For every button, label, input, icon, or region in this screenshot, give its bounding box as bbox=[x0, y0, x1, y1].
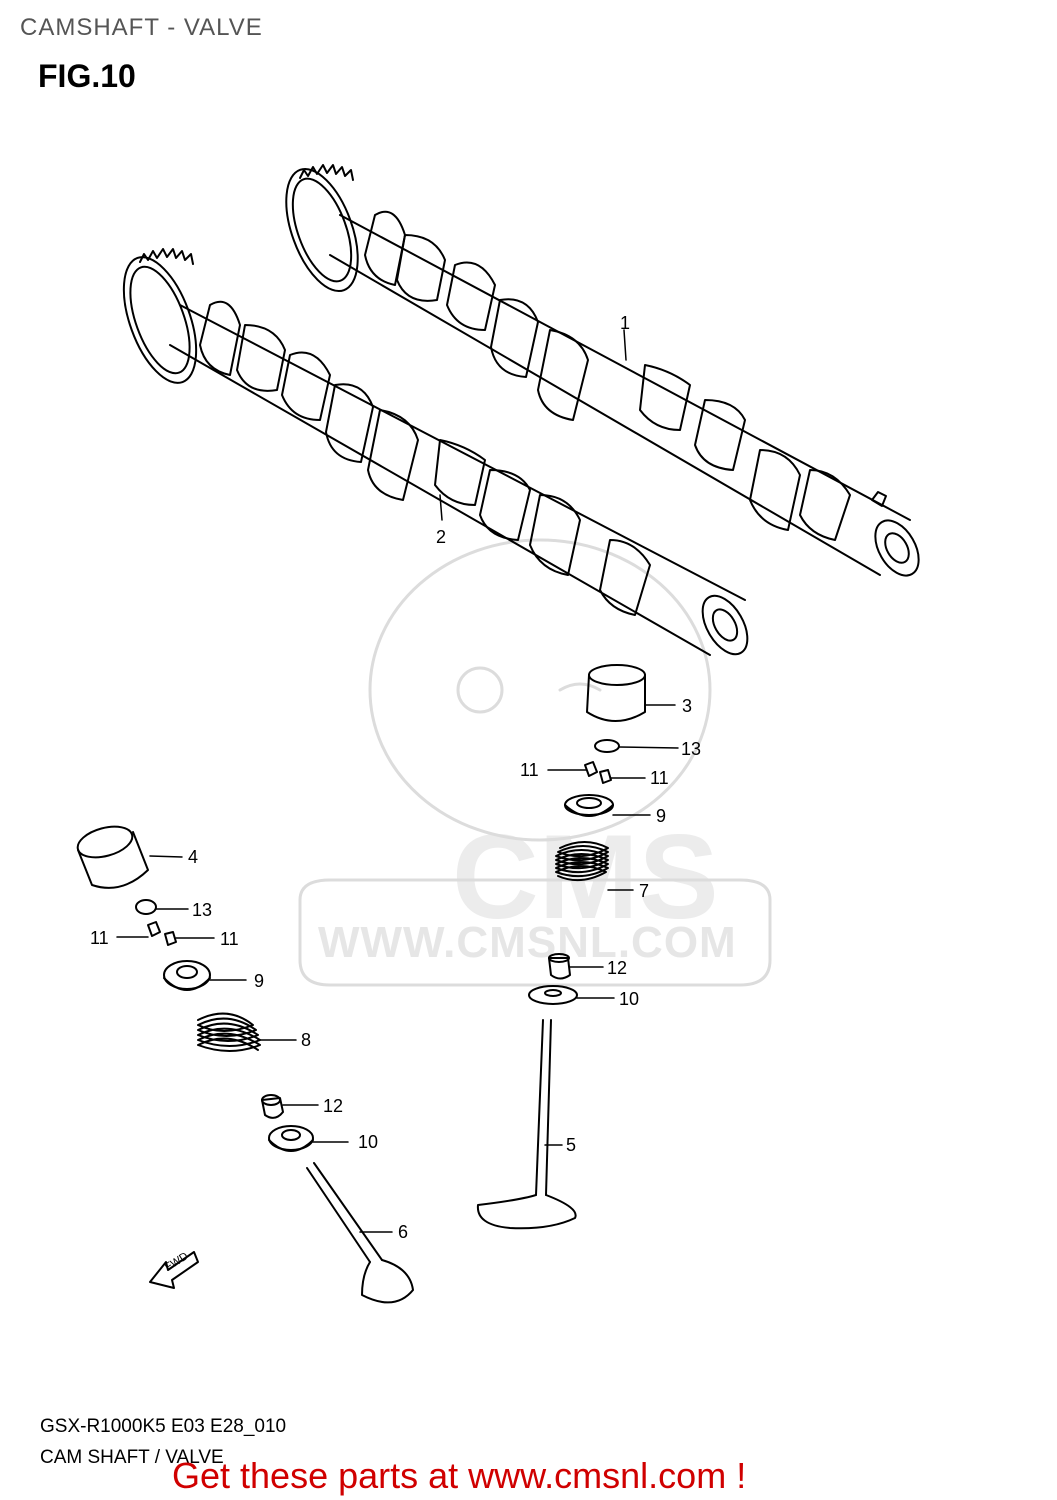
callout-11: 11 bbox=[90, 928, 109, 948]
callout-11: 11 bbox=[520, 760, 539, 780]
callout-12: 12 bbox=[607, 958, 628, 978]
valve-assembly-right bbox=[476, 664, 646, 1230]
callout-11: 11 bbox=[220, 929, 239, 949]
diagram-code: GSX-R1000K5 E03 E28_010 bbox=[40, 1416, 287, 1437]
page-title: CAMSHAFT - VALVE bbox=[20, 14, 263, 41]
callout-7: 7 bbox=[639, 881, 650, 901]
watermark-url: WWW.CMSNL.COM bbox=[318, 918, 737, 967]
callout-9: 9 bbox=[656, 806, 667, 826]
diagram-description: CAM SHAFT / VALVE bbox=[40, 1447, 224, 1468]
callout-10: 10 bbox=[358, 1132, 379, 1152]
watermark-logo: CMS bbox=[452, 810, 719, 944]
callout-4: 4 bbox=[188, 847, 199, 867]
camshaft-intake bbox=[122, 248, 749, 656]
shop-link[interactable]: Get these parts at www.cmsnl.com ! bbox=[172, 1455, 747, 1496]
callout-5: 5 bbox=[566, 1135, 577, 1155]
callout-12: 12 bbox=[323, 1096, 344, 1116]
callout-10: 10 bbox=[619, 989, 640, 1009]
figure-label: FIG.10 bbox=[38, 58, 136, 94]
callout-11: 11 bbox=[650, 768, 669, 788]
fwd-arrow bbox=[149, 1251, 199, 1289]
callout-13: 13 bbox=[681, 739, 702, 759]
callout-3: 3 bbox=[682, 696, 693, 716]
callout-13: 13 bbox=[192, 900, 213, 920]
callout-6: 6 bbox=[398, 1222, 409, 1242]
callout-1: 1 bbox=[620, 313, 631, 333]
valve-assembly-left bbox=[76, 825, 414, 1304]
callout-8: 8 bbox=[301, 1030, 312, 1050]
watermark-mascot-outline bbox=[298, 538, 772, 987]
callout-2: 2 bbox=[436, 527, 447, 547]
leader-lines bbox=[116, 329, 679, 1233]
camshaft-exhaust bbox=[285, 164, 920, 577]
callout-9: 9 bbox=[254, 971, 265, 991]
